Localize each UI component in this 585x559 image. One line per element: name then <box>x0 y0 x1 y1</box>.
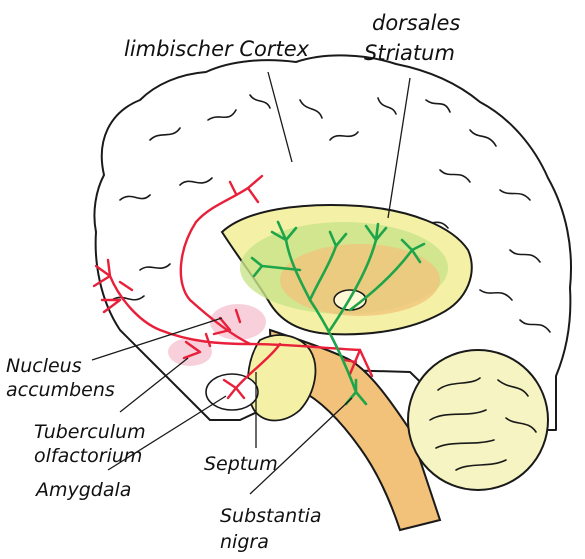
label-limbic-cortex: limbischer Cortex <box>124 37 310 61</box>
label-tuberculum-line1: Tuberculum <box>34 421 146 443</box>
label-nucleus-accumbens-line2: accumbens <box>6 379 115 401</box>
leader-limbic-cortex <box>268 72 292 162</box>
nucleus-accumbens-highlight <box>210 304 266 340</box>
thalamus <box>248 335 316 420</box>
leader-dorsal-striatum <box>388 78 410 218</box>
label-substantia-nigra-line1: Substantia <box>220 505 322 527</box>
label-substantia-nigra-line2: nigra <box>220 531 269 553</box>
leader-tuberculum <box>120 358 188 412</box>
label-dorsal-striatum-line1: dorsales <box>372 11 460 35</box>
label-dorsal-striatum-line2: Striatum <box>364 41 455 65</box>
label-nucleus-accumbens-line1: Nucleus <box>6 355 82 377</box>
label-tuberculum-line2: olfactorium <box>34 445 142 467</box>
cerebellum <box>408 350 548 490</box>
label-amygdala: Amygdala <box>34 479 131 501</box>
label-septum: Septum <box>204 453 278 475</box>
